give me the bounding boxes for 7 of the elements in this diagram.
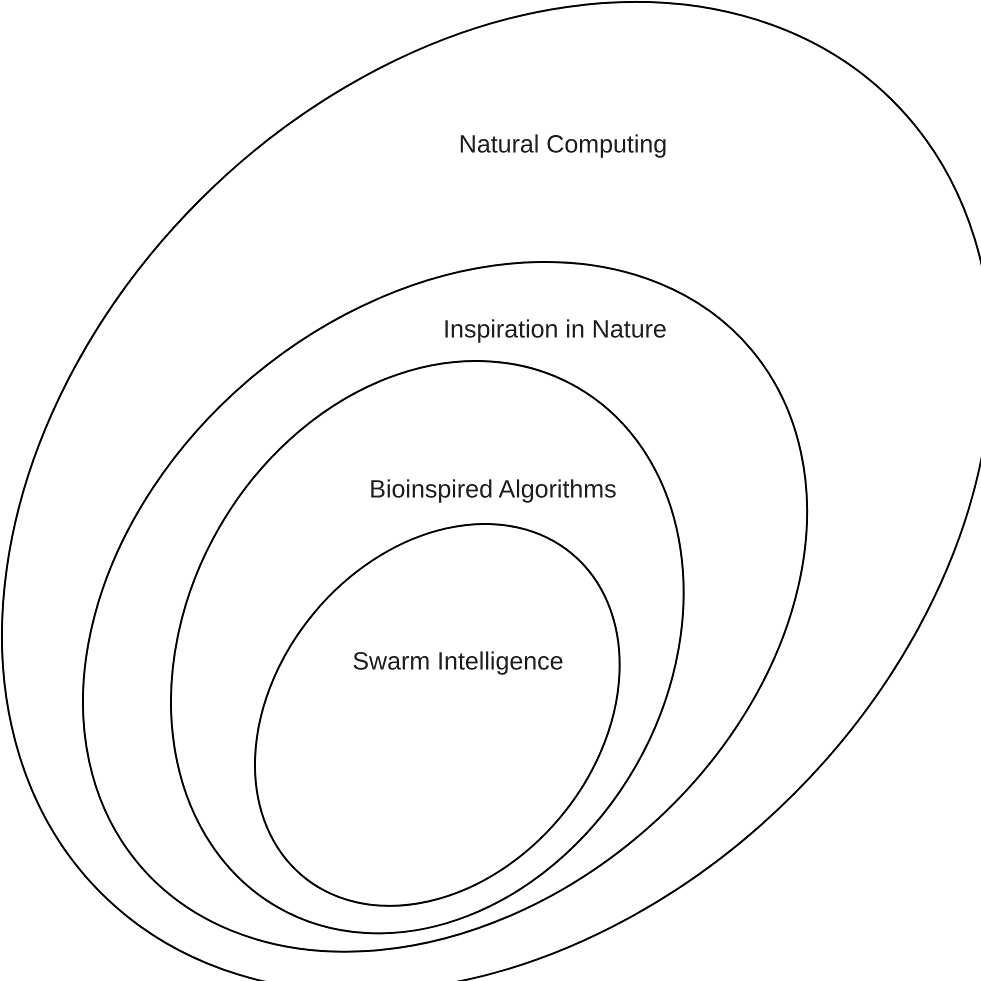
ellipse-label: Swarm Intelligence [352,647,564,676]
ellipse [168,358,686,936]
ellipse-label: Inspiration in Nature [443,315,667,344]
ellipse-label: Natural Computing [458,130,668,160]
ellipse-label: Bioinspired Algorithms [369,475,617,504]
ellipse [80,260,810,954]
ellipse [252,522,622,908]
